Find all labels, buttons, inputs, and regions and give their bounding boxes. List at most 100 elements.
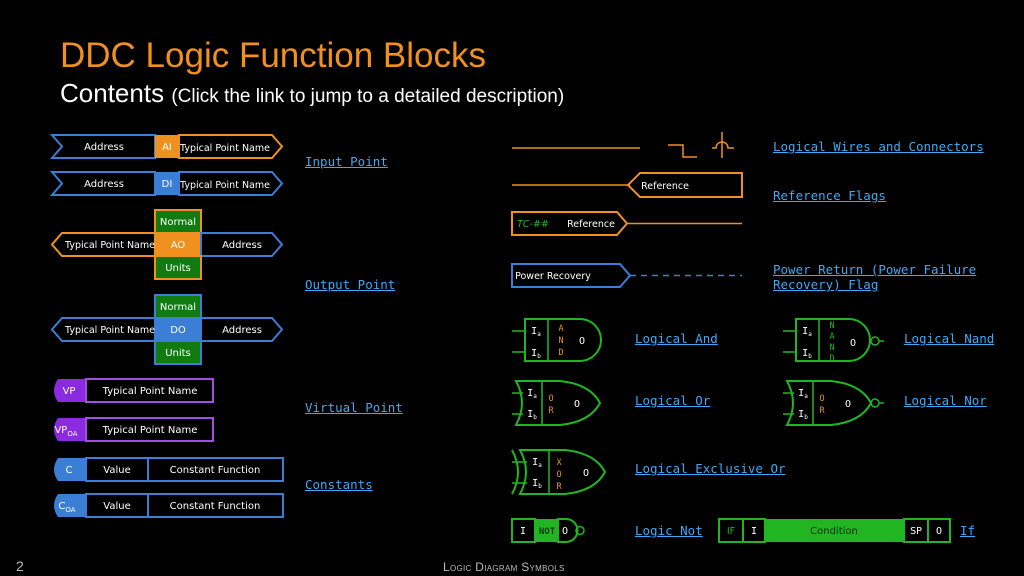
nor-letter-o: O xyxy=(819,394,824,404)
or-output: O xyxy=(574,399,580,410)
nor-output: O xyxy=(845,399,851,410)
nor-gate-symbol: Ia Ib O R O xyxy=(783,380,884,426)
xor-letter-x: X xyxy=(556,458,562,468)
and-sub-b: b xyxy=(537,353,541,360)
link-logical-xor[interactable]: Logical Exclusive Or xyxy=(635,461,786,476)
svg-text:Ia: Ia xyxy=(532,457,542,469)
or-sub-b: b xyxy=(533,414,537,421)
ai-code: AI xyxy=(162,142,172,153)
xor-letter-o: O xyxy=(556,470,561,480)
if-setpoint: SP xyxy=(910,526,922,537)
nand-letter-d: D xyxy=(829,354,834,364)
nor-sub-a: a xyxy=(804,393,808,400)
svg-text:Ia: Ia xyxy=(527,388,537,400)
page-number: 2 xyxy=(16,558,24,574)
reference-flag-label: Reference xyxy=(641,181,689,192)
and-sub-a: a xyxy=(537,331,541,338)
link-power-return-line1[interactable]: Power Return (Power Failure xyxy=(773,262,977,277)
di-point-name: Typical Point Name xyxy=(179,180,270,191)
digital-output-symbol: Normal Typical Point Name DO Address Uni… xyxy=(50,294,284,365)
link-logical-nor[interactable]: Logical Nor xyxy=(904,393,987,408)
link-logic-not[interactable]: Logic Not xyxy=(635,523,703,538)
xor-sub-b: b xyxy=(538,483,542,490)
nand-gate-symbol: Ia Ib N A N D O xyxy=(783,318,884,364)
c-code: C xyxy=(66,465,73,476)
do-point-name: Typical Point Name xyxy=(64,325,155,336)
or-sub-a: a xyxy=(533,393,537,400)
and-input-a: I xyxy=(531,326,537,337)
or-gate-symbol: Ia Ib O R O xyxy=(512,380,602,426)
not-output: O xyxy=(562,526,568,537)
footer-title: Logic Diagram Symbols xyxy=(443,560,565,574)
coa-code: C xyxy=(58,501,65,512)
and-output: O xyxy=(579,336,585,347)
link-virtual-point[interactable]: Virtual Point xyxy=(305,400,403,415)
tc-reference-symbol: TC-## Reference xyxy=(511,211,742,236)
c-function: Constant Function xyxy=(170,465,261,476)
link-reference-flags[interactable]: Reference Flags xyxy=(773,188,886,203)
or-letter-r: R xyxy=(548,406,554,416)
wire-symbols xyxy=(512,132,734,158)
link-logical-nand[interactable]: Logical Nand xyxy=(904,331,995,346)
and-letter-n: N xyxy=(558,336,563,346)
svg-text:Ib: Ib xyxy=(802,348,812,360)
link-logical-or[interactable]: Logical Or xyxy=(635,393,711,408)
svg-text:VPOA: VPOA xyxy=(54,425,77,438)
di-code: DI xyxy=(162,179,173,190)
link-logical-wires[interactable]: Logical Wires and Connectors xyxy=(773,139,984,154)
ai-point-name: Typical Point Name xyxy=(179,143,270,154)
svg-text:Ia: Ia xyxy=(531,326,541,338)
if-input: I xyxy=(751,526,757,537)
xor-input-b: I xyxy=(532,478,538,489)
vp-code: VP xyxy=(63,386,76,397)
svg-text:COA: COA xyxy=(58,501,75,514)
do-normal: Normal xyxy=(160,302,196,313)
power-recovery-symbol: Power Recovery xyxy=(511,263,742,288)
nor-sub-b: b xyxy=(804,414,808,421)
vpoa-code: VP xyxy=(54,425,67,436)
if-label: IF xyxy=(727,526,735,537)
coa-subscript: OA xyxy=(65,506,75,514)
and-input-b: I xyxy=(531,348,537,359)
ao-normal: Normal xyxy=(160,217,196,228)
svg-text:Ib: Ib xyxy=(532,478,542,490)
xor-letter-r: R xyxy=(556,482,562,492)
or-input-b: I xyxy=(527,409,533,420)
ao-point-name: Typical Point Name xyxy=(64,240,155,251)
nand-input-a: I xyxy=(802,326,808,337)
link-input-point[interactable]: Input Point xyxy=(305,154,388,169)
virtual-point-oa-symbol: VPOA Typical Point Name xyxy=(54,417,214,442)
nand-letter-n1: N xyxy=(829,321,834,331)
tc-reference-label: Reference xyxy=(567,219,615,230)
virtual-point-symbol: VP Typical Point Name xyxy=(54,378,214,403)
nor-letter-r: R xyxy=(819,406,825,416)
ao-code: AO xyxy=(171,240,186,251)
nand-letter-n2: N xyxy=(829,343,834,353)
nor-input-b: I xyxy=(798,409,804,420)
analog-output-symbol: Normal Typical Point Name AO Address Uni… xyxy=(50,209,284,280)
not-input: I xyxy=(520,526,526,537)
power-recovery-label: Power Recovery xyxy=(515,271,591,282)
or-letter-o: O xyxy=(548,394,553,404)
link-logical-and[interactable]: Logical And xyxy=(635,331,718,346)
link-power-return-line2[interactable]: Recovery) Flag xyxy=(773,277,879,292)
svg-text:Ia: Ia xyxy=(798,388,808,400)
page-subtitle: Contents (Click the link to jump to a de… xyxy=(60,78,564,109)
link-if[interactable]: If xyxy=(960,523,976,538)
c-value: Value xyxy=(103,465,130,476)
link-constants[interactable]: Constants xyxy=(305,477,373,492)
do-address: Address xyxy=(222,325,262,336)
ao-address: Address xyxy=(222,240,262,251)
svg-text:Ia: Ia xyxy=(802,326,812,338)
or-input-a: I xyxy=(527,388,533,399)
tc-prefix: TC-## xyxy=(517,219,549,230)
xor-input-a: I xyxy=(532,457,538,468)
nand-sub-b: b xyxy=(808,353,812,360)
svg-text:Ib: Ib xyxy=(798,409,808,421)
vpoa-point-name: Typical Point Name xyxy=(102,425,198,436)
link-output-point[interactable]: Output Point xyxy=(305,277,396,292)
di-address: Address xyxy=(84,179,124,190)
nor-input-a: I xyxy=(798,388,804,399)
